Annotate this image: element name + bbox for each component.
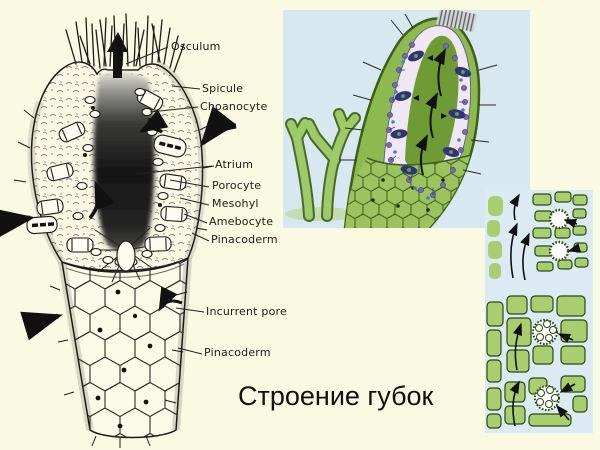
label-pinacoderm-lower: Pinacoderm (204, 346, 271, 359)
label-choanocyte: Choanocyte (200, 100, 268, 113)
choanocyte-cells (386, 42, 469, 200)
pinacoderm-honeycomb (58, 256, 192, 439)
sponge-anatomy-diagram (0, 0, 285, 450)
slide-title: Строение губок (238, 381, 434, 411)
label-pinacoderm-upper: Pinacoderm (211, 233, 278, 246)
section-spicule-hairs (339, 13, 498, 175)
label-amebocyte: Amebocyte (209, 215, 274, 228)
sponge-body-section (339, 10, 498, 228)
egg-cell (116, 240, 136, 272)
label-atrium: Atrium (215, 158, 254, 171)
label-leader-lines (125, 46, 213, 355)
atrium-flow-arrows (415, 48, 446, 176)
label-osculum: Osculum (171, 40, 221, 53)
pinacoderm-mesh (345, 153, 476, 228)
canal-system-panel (485, 190, 593, 433)
leucon-canal-diagram (486, 295, 588, 429)
label-incurrent-pore: Incurrent pore (206, 305, 287, 318)
body-spicule-hairs (13, 109, 215, 448)
spicule-tuft (65, 13, 185, 73)
sycon-canal-diagram (487, 191, 589, 281)
osculum-fringe (436, 10, 478, 33)
choanocyte-chamber-rosettes (532, 319, 560, 411)
label-spicule: Spicule (202, 82, 244, 95)
label-porocyte: Porocyte (212, 179, 262, 192)
label-mesohyl: Mesohyl (212, 197, 259, 210)
porocyte-openings (390, 50, 472, 175)
water-flow-arrows (0, 106, 237, 341)
